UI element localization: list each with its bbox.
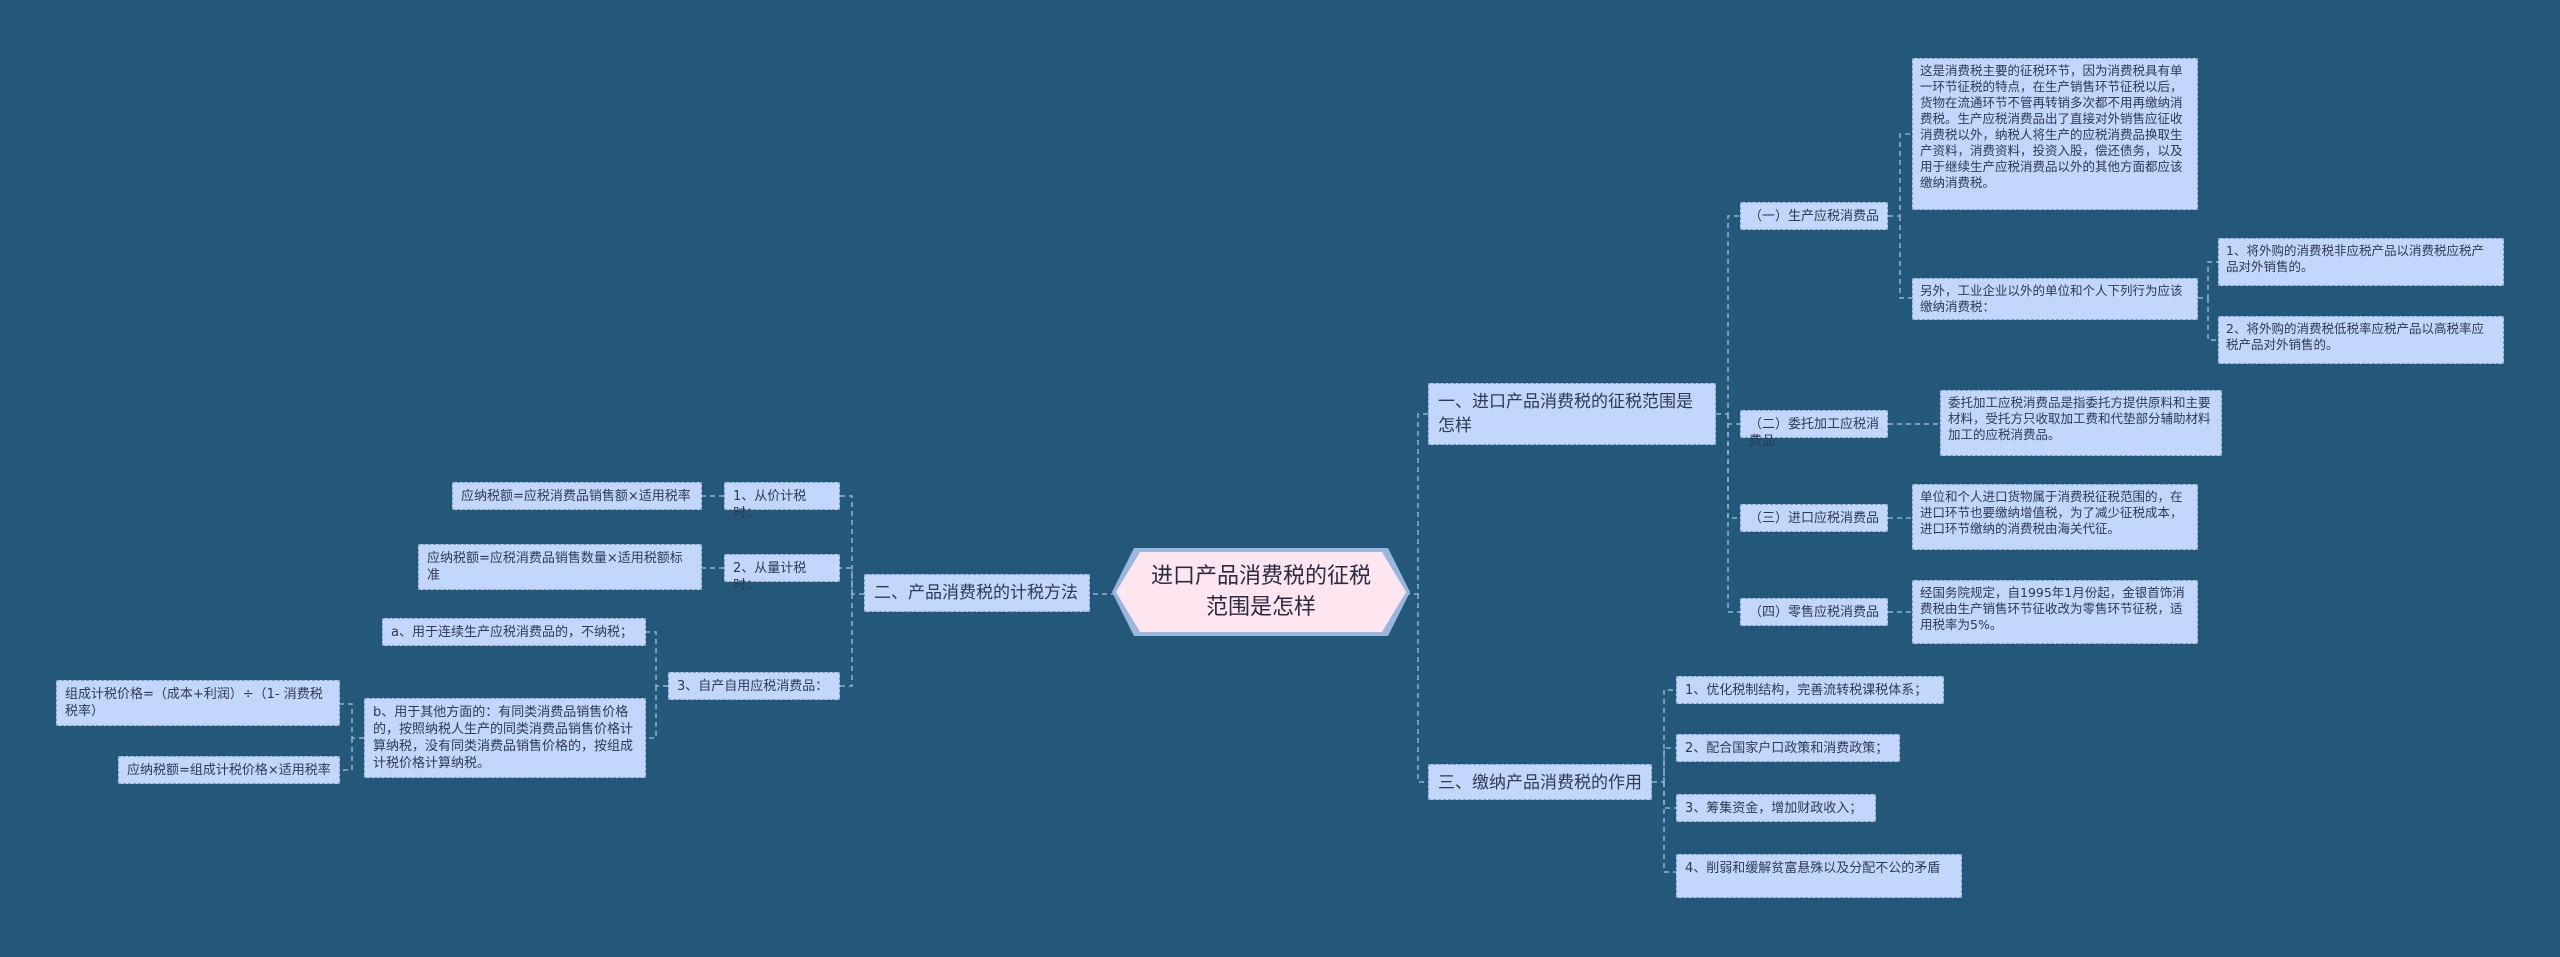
scope-item-import[interactable]: （三）进口应税消费品 [1740,504,1888,532]
branch-scope[interactable]: 一、进口产品消费税的征税范围是怎样 [1428,383,1716,445]
production-detail-main[interactable]: 这是消费税主要的征税环节，因为消费税具有单一环节征税的特点，在生产销售环节征税以… [1912,58,2198,210]
method-item-ad-valorem[interactable]: 1、从价计税时： [724,482,840,521]
ad-valorem-formula[interactable]: 应纳税额=应税消费品销售额×适用税率 [452,482,702,510]
specific-formula[interactable]: 应纳税额=应税消费品销售数量×适用税额标准 [418,544,702,590]
branch-method[interactable]: 二、产品消费税的计税方法 [864,574,1090,612]
production-sub-1[interactable]: 1、将外购的消费税非应税产品以消费税应税产品对外销售的。 [2218,238,2504,286]
production-detail-other[interactable]: 另外，工业企业以外的单位和个人下列行为应该缴纳消费税： [1912,278,2198,320]
import-detail[interactable]: 单位和个人进口货物属于消费税征税范围的，在进口环节也要缴纳增值税，为了减少征税成… [1912,484,2198,550]
scope-item-entrusted[interactable]: （二）委托加工应税消费品 [1740,410,1888,449]
role-item-2[interactable]: 2、配合国家户口政策和消费政策； [1676,734,1900,762]
self-use-case-b[interactable]: b、用于其他方面的：有同类消费品销售价格的，按照纳税人生产的同类消费品销售价格计… [364,698,646,778]
retail-detail[interactable]: 经国务院规定，自1995年1月份起，金银首饰消费税由生产销售环节征收改为零售环节… [1912,580,2198,644]
scope-item-production[interactable]: （一）生产应税消费品 [1740,202,1888,230]
role-item-4[interactable]: 4、削弱和缓解贫富悬殊以及分配不公的矛盾 [1676,854,1962,898]
self-use-tax-formula[interactable]: 应纳税额=组成计税价格×适用税率 [118,756,340,784]
method-item-self-use[interactable]: 3、自产自用应税消费品： [668,672,840,700]
role-item-1[interactable]: 1、优化税制结构，完善流转税课税体系； [1676,676,1944,704]
root-node[interactable]: 进口产品消费税的征税范围是怎样 [1116,552,1406,632]
method-item-specific[interactable]: 2、从量计税时： [724,554,840,593]
production-sub-2[interactable]: 2、将外购的消费税低税率应税产品以高税率应税产品对外销售的。 [2218,316,2504,364]
branch-role[interactable]: 三、缴纳产品消费税的作用 [1428,764,1652,800]
role-item-3[interactable]: 3、筹集资金，增加财政收入； [1676,794,1876,822]
entrusted-detail[interactable]: 委托加工应税消费品是指委托方提供原料和主要材料，受托方只收取加工费和代垫部分辅助… [1940,390,2222,456]
self-use-case-a[interactable]: a、用于连续生产应税消费品的，不纳税； [382,618,646,646]
composite-price-formula[interactable]: 组成计税价格=（成本+利润）÷（1- 消费税税率） [56,680,340,726]
scope-item-retail[interactable]: （四）零售应税消费品 [1740,598,1888,626]
